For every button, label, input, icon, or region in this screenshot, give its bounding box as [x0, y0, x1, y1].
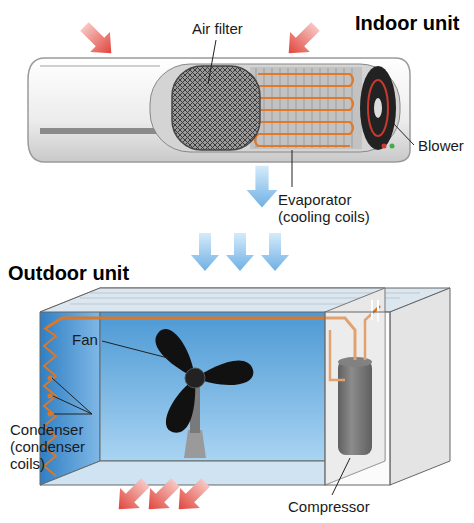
leader-line: [53, 396, 92, 414]
leader-line: [54, 414, 92, 415]
unit-heading: Indoor unit: [355, 12, 459, 35]
leader-line: [332, 458, 350, 495]
leader-line: [292, 150, 293, 187]
part-label: Evaporator (cooling coils): [278, 191, 396, 225]
unit-heading: Outdoor unit: [8, 262, 129, 285]
leader-line: [208, 40, 216, 84]
part-label: Air filter: [192, 20, 243, 37]
part-label: Compressor: [288, 498, 370, 515]
leader-line: [102, 341, 168, 358]
part-label: Blower: [418, 137, 464, 154]
part-label: Condenser (condenser coils): [10, 421, 94, 472]
part-label: Fan: [72, 331, 98, 348]
leader-line: [52, 378, 92, 414]
leader-line: [392, 122, 414, 145]
